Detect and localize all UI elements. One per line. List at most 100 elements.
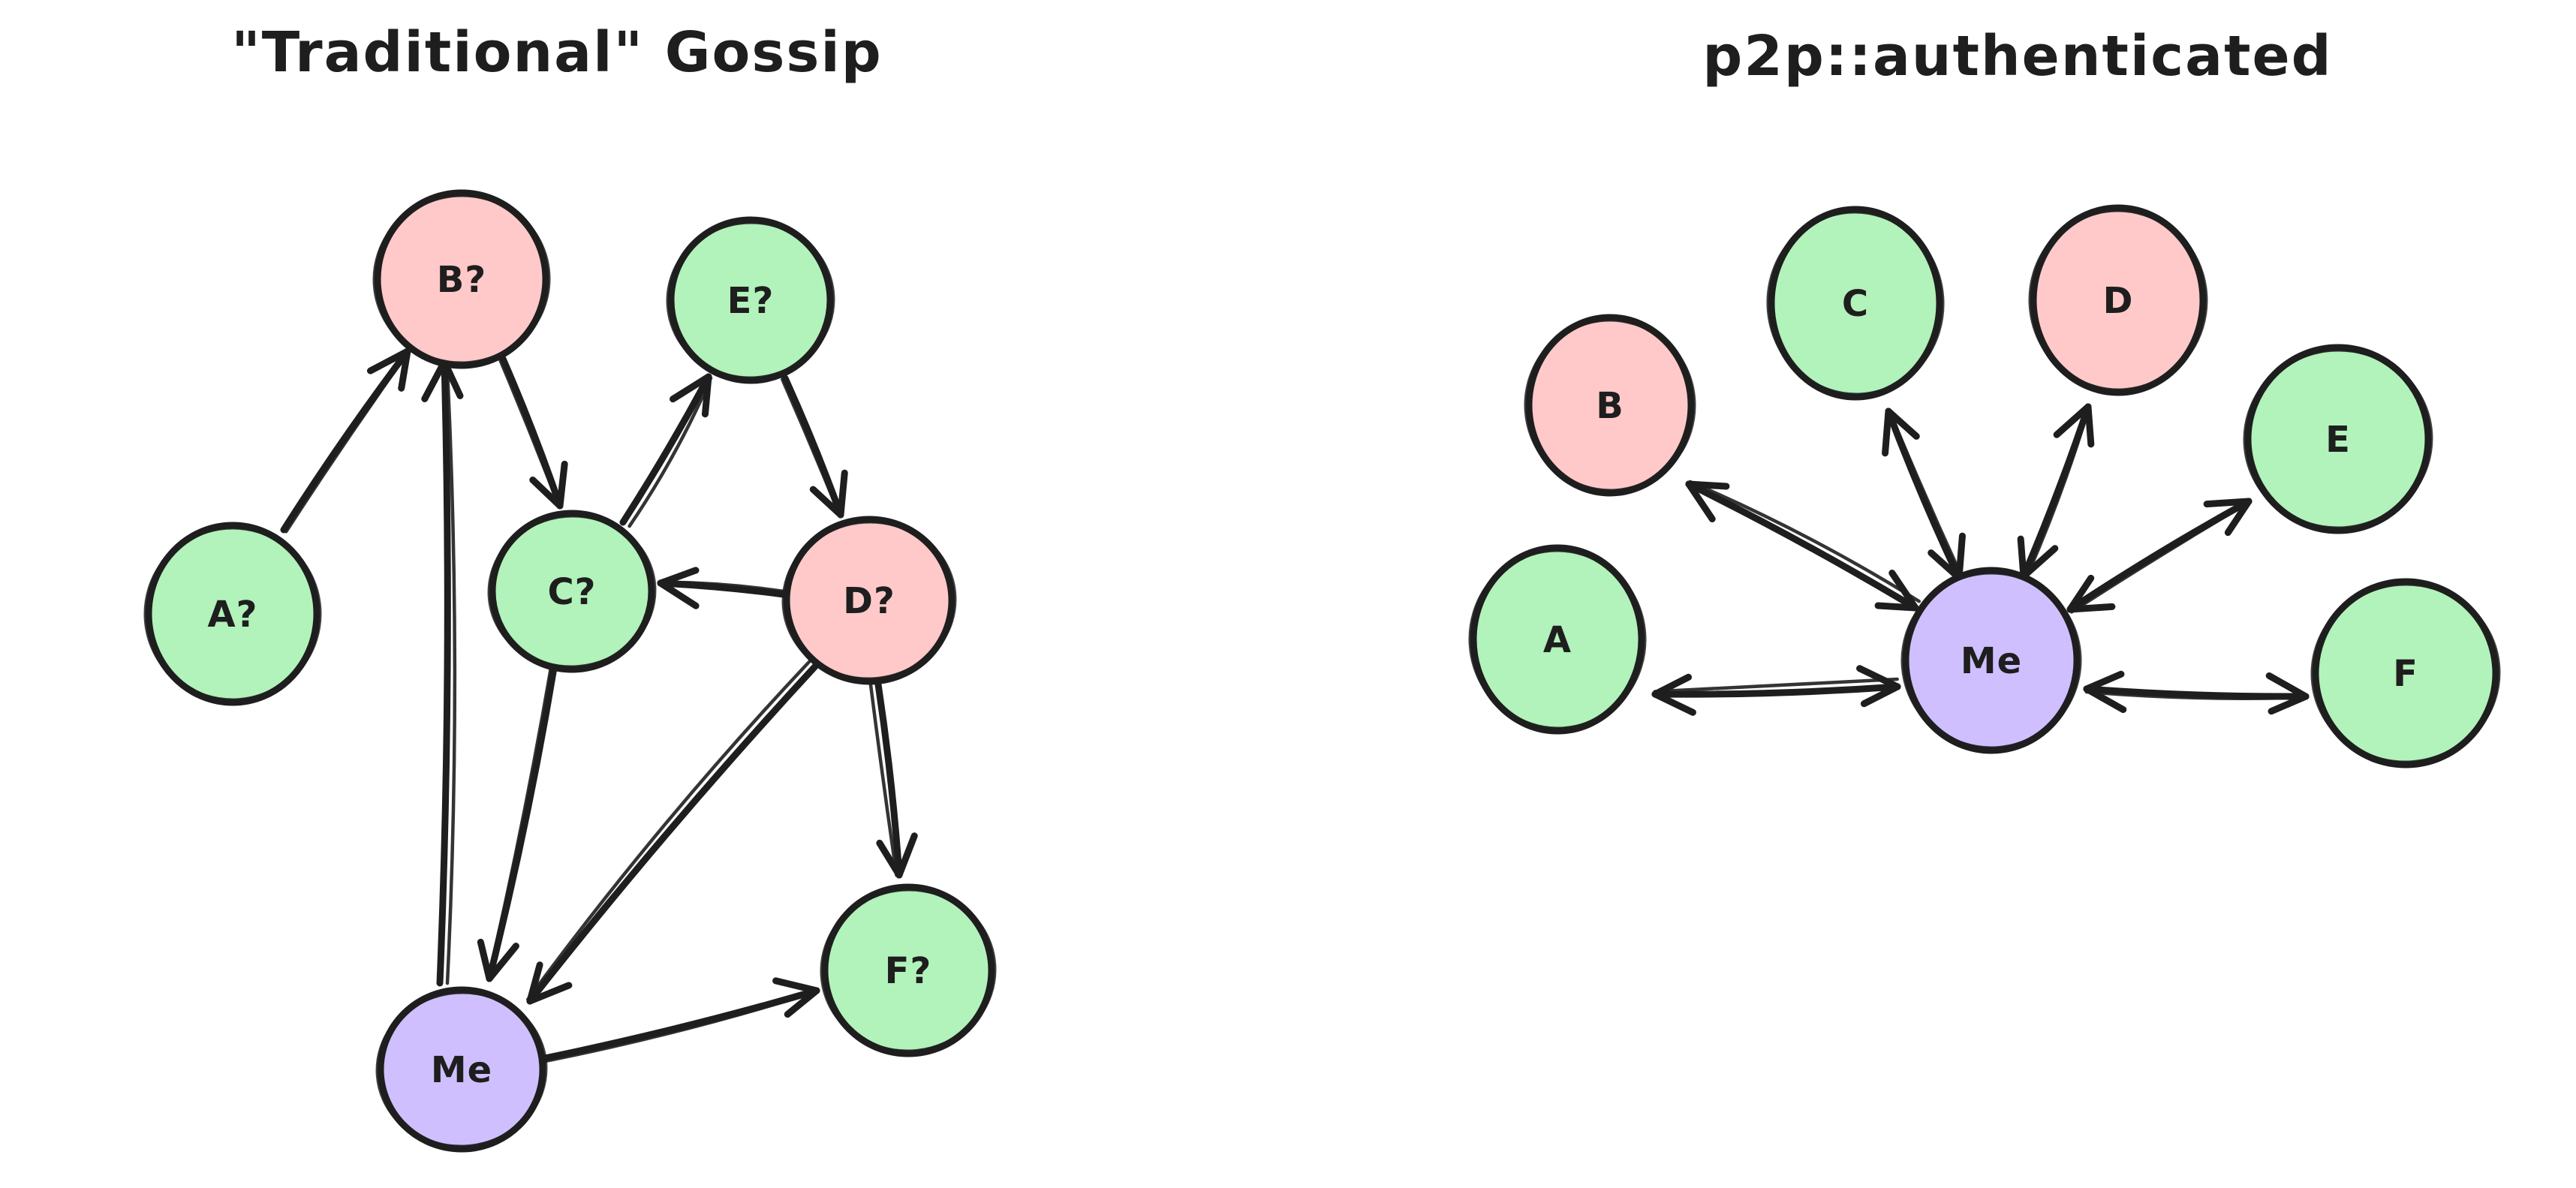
edge-d-c-traditional-gossip[interactable] bbox=[657, 567, 787, 609]
edge-d-f-traditional-gossip[interactable] bbox=[868, 681, 918, 879]
node-label: C? bbox=[547, 571, 596, 613]
node-d-p2p-authenticated[interactable]: D bbox=[2024, 204, 2212, 396]
arrowhead bbox=[486, 943, 519, 982]
edge-c-e-traditional-gossip[interactable] bbox=[619, 373, 713, 528]
node-circle-sketch bbox=[820, 887, 997, 1054]
node-label: D bbox=[2103, 280, 2134, 322]
node-d-traditional-gossip[interactable]: D? bbox=[778, 516, 960, 685]
arrowhead bbox=[2066, 574, 2095, 613]
arrowhead bbox=[421, 358, 448, 402]
arrowhead bbox=[1860, 683, 1901, 708]
edge-shaft-sketch bbox=[445, 359, 457, 985]
node-label: B? bbox=[437, 259, 486, 301]
node-circle bbox=[821, 883, 995, 1057]
node-circle-sketch bbox=[2028, 208, 2208, 392]
edge-me-d-p2p-authenticated[interactable] bbox=[2017, 403, 2095, 580]
edge-shaft-sketch bbox=[498, 358, 561, 508]
edge-shaft bbox=[2020, 403, 2092, 580]
arrowhead bbox=[1874, 602, 1919, 612]
arrowhead bbox=[2053, 403, 2092, 438]
edge-shaft bbox=[2066, 498, 2252, 613]
node-label: Me bbox=[1961, 640, 2022, 682]
node-f-traditional-gossip[interactable]: F? bbox=[817, 883, 1001, 1057]
arrowhead bbox=[876, 839, 903, 879]
node-label: B bbox=[1596, 385, 1624, 427]
arrowhead bbox=[2017, 535, 2027, 580]
arrowhead bbox=[1651, 673, 1693, 698]
arrowhead bbox=[2066, 603, 2116, 613]
node-e-traditional-gossip[interactable]: E? bbox=[663, 216, 838, 384]
edge-me-a-p2p-authenticated[interactable] bbox=[1651, 665, 1901, 716]
node-circle bbox=[377, 986, 546, 1153]
edge-shaft-sketch bbox=[627, 376, 713, 528]
node-circle bbox=[2312, 578, 2499, 768]
node-me-p2p-authenticated[interactable]: Me bbox=[1897, 567, 2086, 754]
node-label: A bbox=[1543, 619, 1572, 661]
edge-shaft-sketch bbox=[1888, 409, 1964, 579]
edge-shaft-sketch bbox=[658, 580, 786, 594]
arrowhead bbox=[784, 987, 820, 1018]
edge-shaft-sketch bbox=[781, 377, 841, 517]
node-me-traditional-gossip[interactable]: Me bbox=[372, 986, 551, 1153]
edge-shaft-sketch bbox=[526, 660, 811, 1001]
node-circle-sketch bbox=[1766, 209, 1945, 397]
edge-me-b-p2p-authenticated[interactable] bbox=[1685, 480, 1921, 612]
diagram-title-traditional-gossip[interactable]: "Traditional" Gossip bbox=[231, 20, 883, 85]
arrowhead bbox=[809, 486, 844, 519]
node-circle bbox=[1768, 206, 1943, 401]
node-circle bbox=[1525, 314, 1695, 497]
node-circle-sketch bbox=[2243, 347, 2433, 531]
edge-me-f-traditional-gossip[interactable] bbox=[541, 977, 820, 1063]
edge-d-me-traditional-gossip[interactable] bbox=[526, 660, 819, 1005]
node-circle-sketch bbox=[375, 990, 548, 1149]
node-c-p2p-authenticated[interactable]: C bbox=[1762, 206, 1949, 401]
edge-me-c-p2p-authenticated[interactable] bbox=[1882, 408, 1966, 582]
node-label: Me bbox=[431, 1049, 492, 1091]
arrowhead bbox=[2083, 670, 2125, 693]
arrowhead bbox=[2020, 545, 2059, 580]
node-circle bbox=[1902, 567, 2081, 754]
arrowhead bbox=[657, 567, 700, 587]
arrowhead bbox=[1927, 549, 1963, 582]
node-b-p2p-authenticated[interactable]: B bbox=[1520, 314, 1699, 497]
node-b-traditional-gossip[interactable]: B? bbox=[369, 189, 554, 369]
node-label: C bbox=[1842, 283, 1869, 325]
node-circle bbox=[2030, 204, 2207, 396]
node-circle-sketch bbox=[372, 193, 551, 365]
edge-me-e-p2p-authenticated[interactable] bbox=[2066, 498, 2252, 614]
edge-me-b-traditional-gossip[interactable] bbox=[421, 358, 464, 987]
edge-shaft bbox=[436, 358, 451, 987]
node-c-traditional-gossip[interactable]: C? bbox=[484, 510, 660, 673]
diagram-title-p2p-authenticated[interactable]: p2p::authenticated bbox=[1702, 24, 2332, 89]
edge-b-c-traditional-gossip[interactable] bbox=[498, 355, 568, 510]
edge-shaft-sketch bbox=[284, 350, 411, 534]
node-label: E bbox=[2325, 419, 2351, 461]
edge-c-me-traditional-gossip[interactable] bbox=[477, 664, 558, 982]
node-f-p2p-authenticated[interactable]: F bbox=[2307, 578, 2505, 769]
node-circle-sketch bbox=[781, 519, 957, 681]
node-circle-sketch bbox=[1900, 570, 2082, 750]
edge-a-b-traditional-gossip[interactable] bbox=[280, 347, 411, 534]
edge-e-d-traditional-gossip[interactable] bbox=[781, 374, 848, 519]
edge-shaft-sketch bbox=[2084, 690, 2308, 700]
node-circle bbox=[1470, 544, 1645, 735]
node-label: A? bbox=[208, 594, 258, 636]
node-circle-sketch bbox=[1468, 548, 1647, 731]
edge-shaft-sketch bbox=[2024, 405, 2091, 579]
edge-shaft bbox=[526, 663, 819, 1005]
arrowhead bbox=[526, 961, 543, 1005]
edge-me-f-p2p-authenticated[interactable] bbox=[2083, 670, 2310, 715]
edge-shaft bbox=[486, 664, 558, 982]
node-a-traditional-gossip[interactable]: A? bbox=[140, 522, 325, 706]
node-e-p2p-authenticated[interactable]: E bbox=[2239, 344, 2437, 535]
node-a-p2p-authenticated[interactable]: A bbox=[1464, 544, 1651, 735]
arrowhead bbox=[670, 373, 712, 403]
arrowhead bbox=[529, 477, 564, 510]
node-circle bbox=[489, 510, 655, 673]
arrowhead bbox=[1651, 690, 1696, 716]
edge-shaft-sketch bbox=[2069, 500, 2251, 614]
edge-shaft bbox=[619, 373, 712, 526]
